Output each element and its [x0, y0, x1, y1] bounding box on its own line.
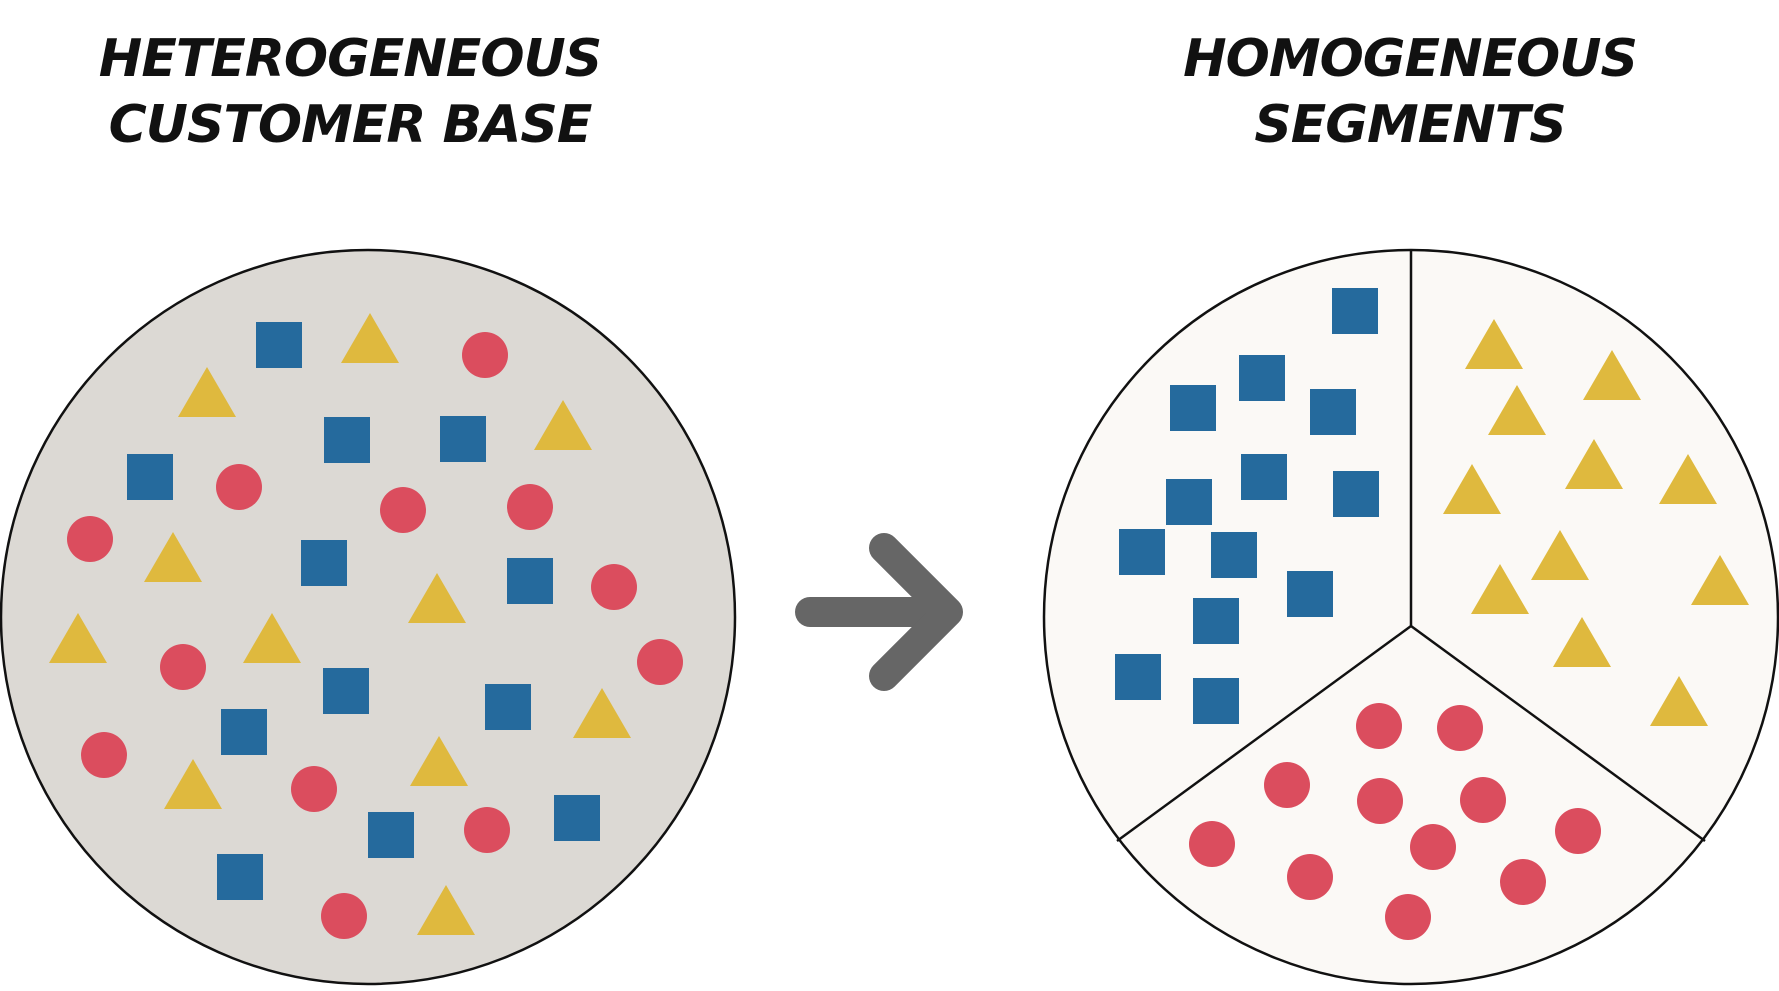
square-icon — [368, 812, 414, 858]
triangle-icon — [1659, 454, 1717, 504]
square-icon — [1241, 454, 1287, 500]
square-icon — [256, 322, 302, 368]
circle-icon — [1410, 824, 1456, 870]
square-icon — [217, 854, 263, 900]
triangle-icon — [534, 400, 592, 450]
square-icon — [1211, 532, 1257, 578]
triangle-icon — [1691, 555, 1749, 605]
triangle-icon — [341, 313, 399, 363]
segment-divider-left — [1116, 624, 1412, 843]
circle-icon — [462, 332, 508, 378]
square-icon — [1333, 471, 1379, 517]
circle-icon — [81, 732, 127, 778]
triangle-icon — [178, 367, 236, 417]
circle-icon — [1500, 859, 1546, 905]
square-icon — [221, 709, 267, 755]
square-icon — [1310, 389, 1356, 435]
circle-icon — [380, 487, 426, 533]
circle-icon — [67, 516, 113, 562]
homogeneous-title-line-2: SEGMENTS — [1254, 95, 1566, 155]
square-segment-group — [1115, 288, 1379, 724]
circle-icon — [1264, 762, 1310, 808]
triangle-icon — [164, 759, 222, 809]
circle-icon — [216, 464, 262, 510]
square-icon — [301, 540, 347, 586]
square-icon — [127, 454, 173, 500]
circle-icon — [591, 564, 637, 610]
square-icon — [1166, 479, 1212, 525]
triangle-icon — [410, 736, 468, 786]
square-icon — [1115, 654, 1161, 700]
arrow-right-icon — [795, 533, 963, 691]
square-icon — [1193, 678, 1239, 724]
circle-icon — [321, 893, 367, 939]
triangle-icon — [1531, 530, 1589, 580]
circle-icon — [1437, 705, 1483, 751]
heterogeneous-title-line-1: HETEROGENEOUS — [98, 29, 602, 89]
heterogeneous-title: HETEROGENEOUS CUSTOMER BASE — [70, 26, 630, 158]
square-icon — [507, 558, 553, 604]
triangle-icon — [417, 885, 475, 935]
square-icon — [1287, 571, 1333, 617]
heterogeneous-title-line-2: CUSTOMER BASE — [108, 95, 593, 155]
circle-icon — [1357, 778, 1403, 824]
circle-icon — [507, 484, 553, 530]
circle-icon — [637, 639, 683, 685]
square-icon — [1239, 355, 1285, 401]
square-icon — [1193, 598, 1239, 644]
triangle-icon — [1471, 564, 1529, 614]
circle-icon — [1356, 703, 1402, 749]
triangle-icon — [49, 613, 107, 663]
triangle-icon — [1443, 464, 1501, 514]
circle-icon — [1189, 821, 1235, 867]
triangle-icon — [144, 532, 202, 582]
triangle-icon — [1650, 676, 1708, 726]
circle-icon — [291, 766, 337, 812]
circle-segment-group — [1189, 703, 1601, 940]
square-icon — [323, 668, 369, 714]
square-icon — [554, 795, 600, 841]
circle-icon — [1287, 854, 1333, 900]
homogeneous-title-line-1: HOMOGENEOUS — [1183, 29, 1638, 89]
square-icon — [1170, 385, 1216, 431]
circle-icon — [1555, 808, 1601, 854]
triangle-icon — [243, 613, 301, 663]
square-icon — [1332, 288, 1378, 334]
triangle-icon — [1583, 350, 1641, 400]
triangle-segment-group — [1443, 319, 1749, 726]
circle-icon — [464, 807, 510, 853]
circle-icon — [1460, 777, 1506, 823]
triangle-icon — [1553, 617, 1611, 667]
triangle-icon — [1465, 319, 1523, 369]
mixed-shapes-group — [49, 313, 683, 939]
triangle-icon — [408, 573, 466, 623]
triangle-icon — [1565, 439, 1623, 489]
square-icon — [1119, 529, 1165, 575]
circle-icon — [1385, 894, 1431, 940]
homogeneous-title: HOMOGENEOUS SEGMENTS — [1130, 26, 1690, 158]
segment-divider-right — [1410, 624, 1706, 843]
arrow-head — [869, 533, 963, 691]
square-icon — [440, 416, 486, 462]
square-icon — [485, 684, 531, 730]
circle-icon — [160, 644, 206, 690]
triangle-icon — [573, 688, 631, 738]
triangle-icon — [1488, 385, 1546, 435]
square-icon — [324, 417, 370, 463]
